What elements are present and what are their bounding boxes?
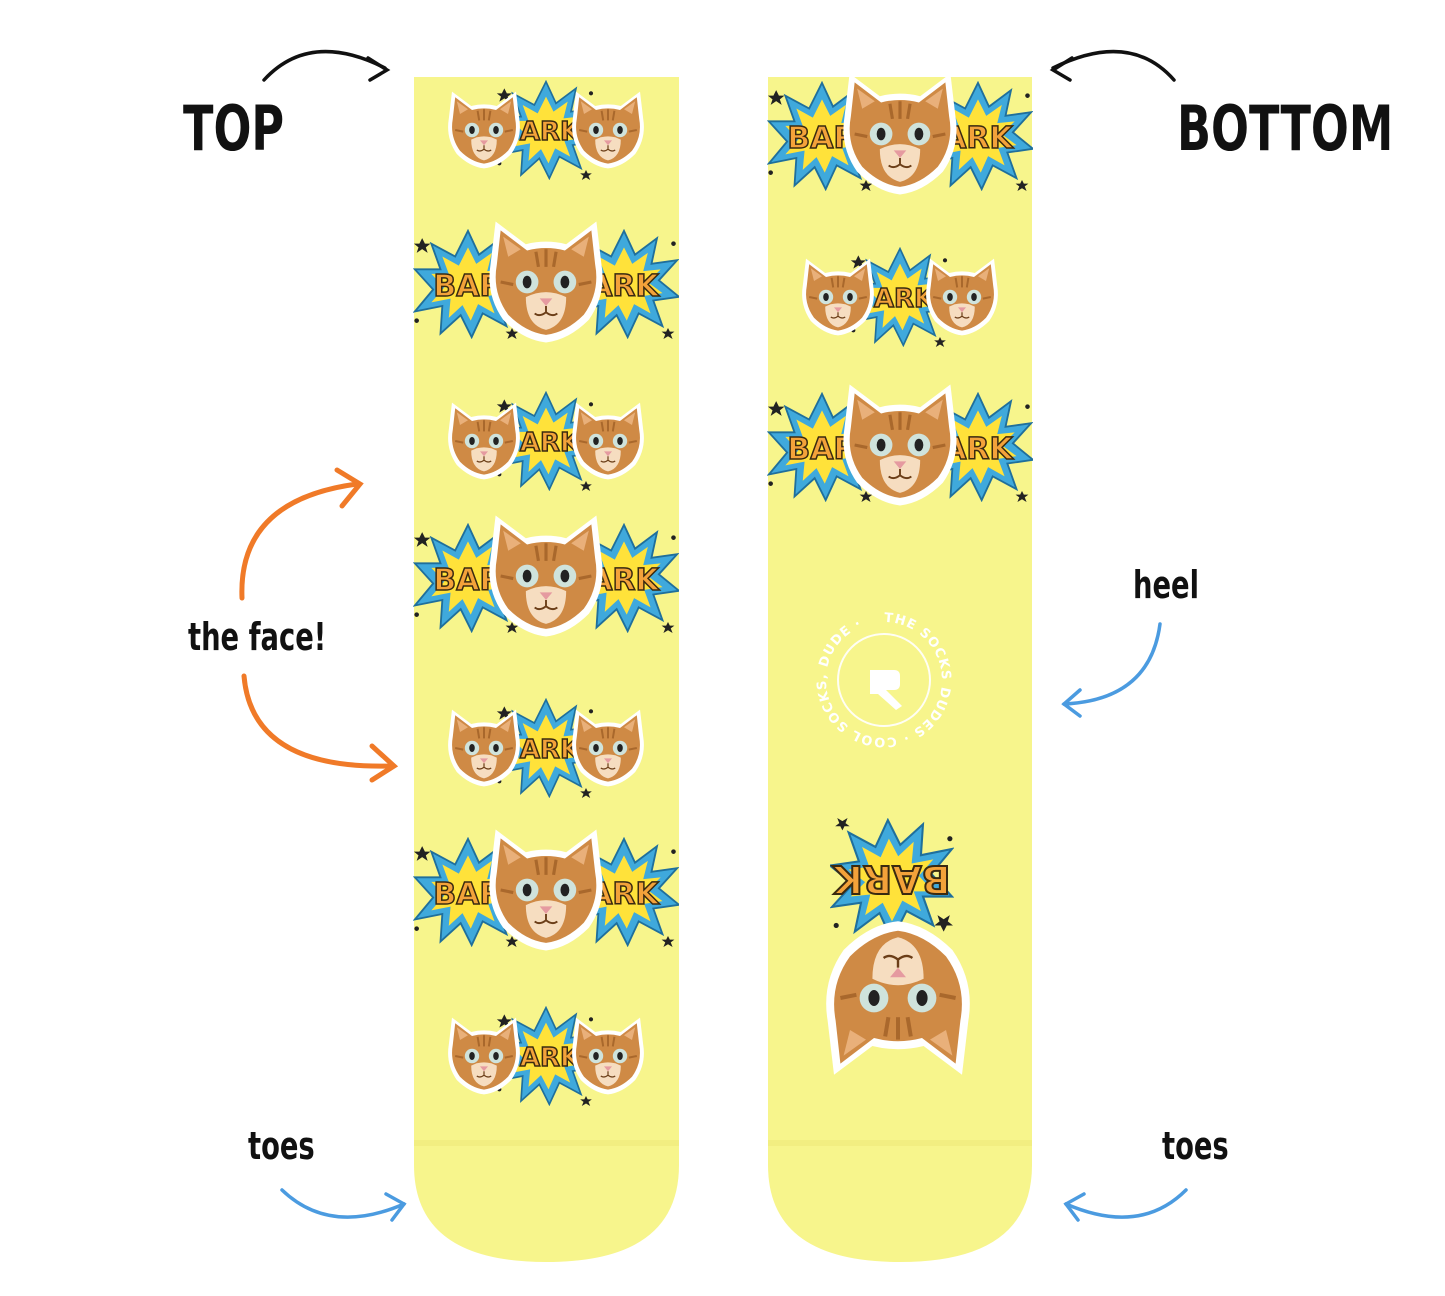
bark-word: ARK [520,117,581,147]
arrow-toes-left [280,1188,406,1219]
bark-word: BARK [832,857,951,901]
sock-bottom-view [768,77,1032,1262]
label-bottom: BOTTOM [1177,92,1394,165]
arrow-bottom [1051,49,1176,82]
toe-pattern: BARK [830,818,954,941]
arrow-top [262,49,387,82]
bark-word: ARK [520,1043,581,1073]
label-the-face: the face! [188,615,327,659]
bark-word: ARK [874,284,935,314]
arrow-face-down [241,673,395,769]
label-top: TOP [183,92,285,165]
sock-top-view [414,77,679,1262]
bark-word: ARK [520,428,581,458]
arrow-face-up [239,481,360,601]
arrow-toes-right [1064,1188,1188,1219]
label-toes-left: toes [248,1124,315,1168]
arrow-heel [1062,622,1162,706]
label-heel: heel [1133,563,1199,607]
pointing-hand-logo [870,670,902,710]
label-toes-right: toes [1162,1124,1229,1168]
brand-logo: THE SOCKS DUDES · COOL SOCKS, DUDE · [815,611,952,749]
bark-word: ARK [520,735,581,765]
